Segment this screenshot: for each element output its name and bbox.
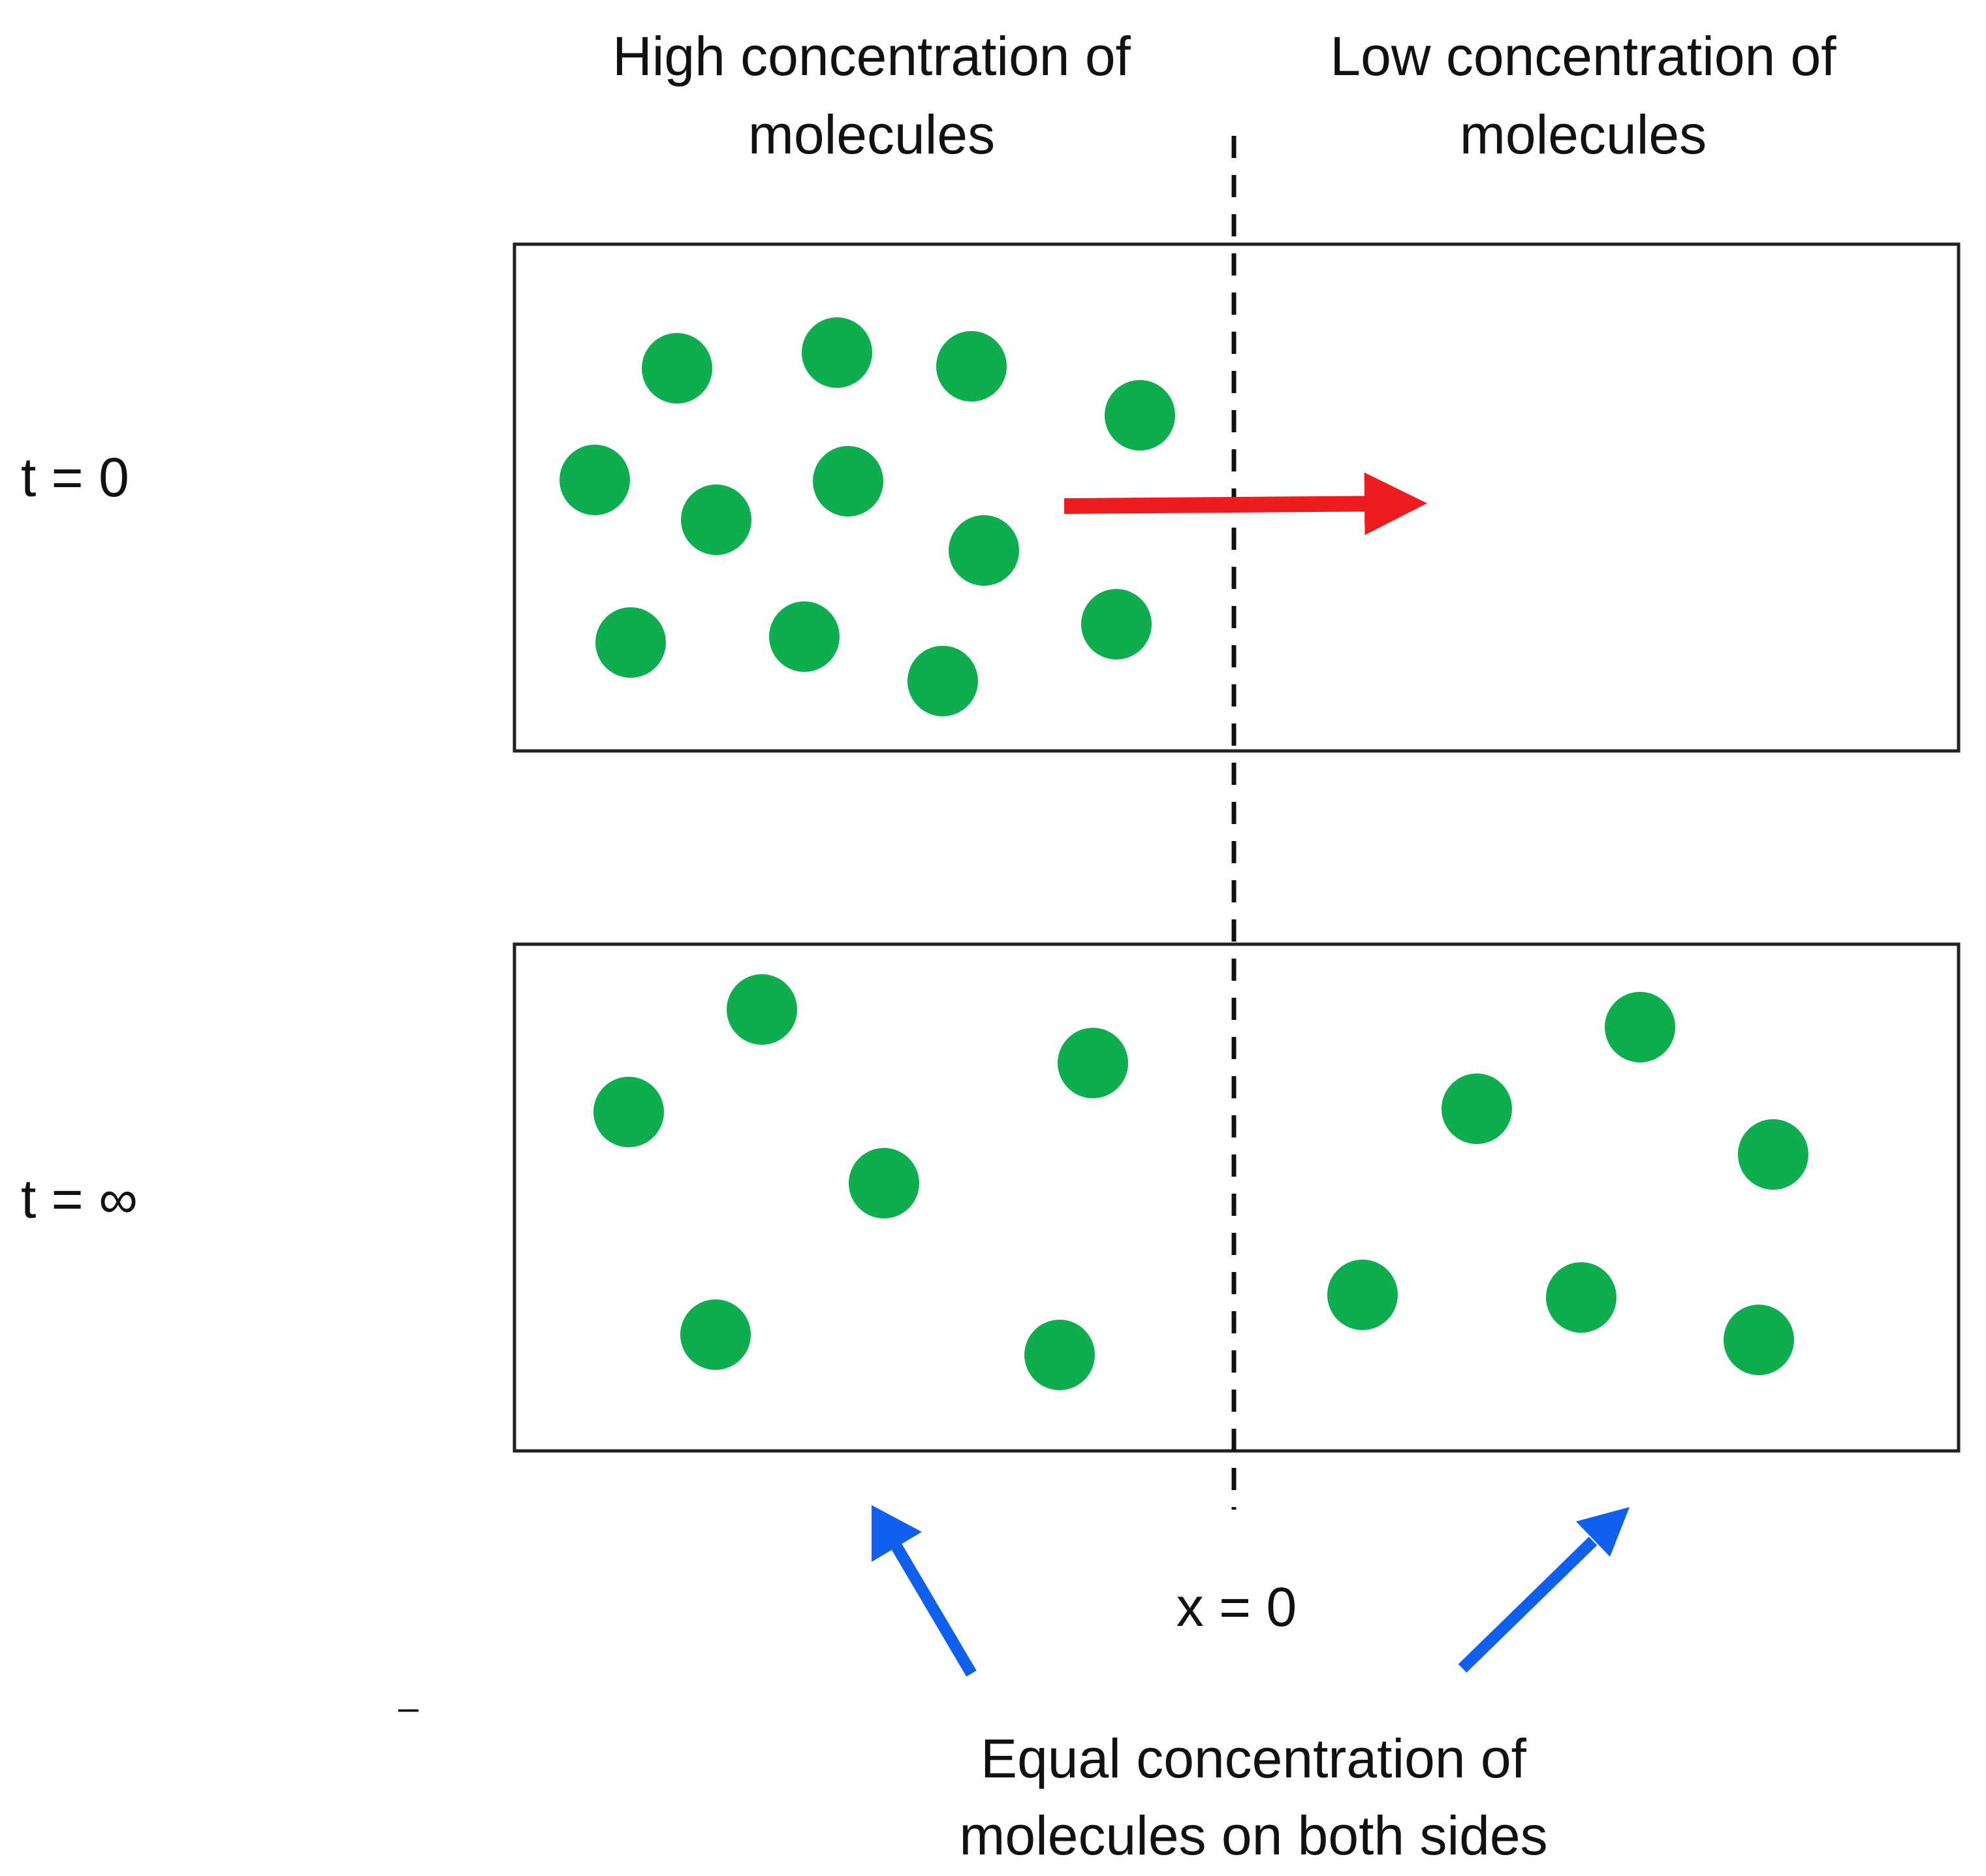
box-initial <box>512 242 1961 753</box>
header-right-line-2: molecules <box>1460 104 1707 165</box>
footer-line-1: Equal concentration of <box>981 1728 1527 1789</box>
molecule <box>1327 1260 1398 1330</box>
molecule <box>1546 1262 1616 1333</box>
molecule <box>595 607 666 678</box>
molecule <box>1024 1320 1095 1390</box>
molecules-initial <box>560 317 1175 716</box>
molecule <box>849 1148 919 1218</box>
molecule <box>1442 1073 1512 1144</box>
diffusion-arrow <box>1064 472 1427 535</box>
molecule <box>907 646 978 716</box>
divider-label: x = 0 <box>1176 1576 1297 1638</box>
molecule <box>949 515 1019 586</box>
molecule <box>593 1077 664 1147</box>
stray-mark: – <box>398 1687 419 1728</box>
molecule <box>1081 589 1152 660</box>
time-label-final: t = ∞ <box>21 1168 138 1230</box>
header-left-line-2: molecules <box>748 104 995 165</box>
molecule <box>802 317 872 388</box>
molecule <box>1058 1028 1128 1098</box>
equal-arrow-right <box>1458 1507 1630 1673</box>
molecule <box>680 1299 751 1370</box>
header-left-line-1: High concentration of <box>612 25 1131 87</box>
molecule <box>1605 992 1675 1062</box>
molecules-final <box>593 974 1808 1390</box>
time-label-initial: t = 0 <box>21 447 129 508</box>
molecule <box>813 446 883 517</box>
footer-line-2: molecules on both sides <box>959 1805 1547 1866</box>
molecule <box>642 333 712 404</box>
molecule <box>1105 380 1175 451</box>
header-right-line-1: Low concentration of <box>1330 25 1836 87</box>
molecule <box>769 601 840 672</box>
molecule <box>1724 1305 1794 1375</box>
molecule <box>727 974 797 1045</box>
molecule <box>681 485 751 555</box>
molecule <box>1738 1119 1808 1190</box>
molecule <box>560 445 630 515</box>
equal-arrow-left <box>872 1505 977 1677</box>
molecule <box>936 331 1007 402</box>
box-final <box>512 942 1961 1453</box>
